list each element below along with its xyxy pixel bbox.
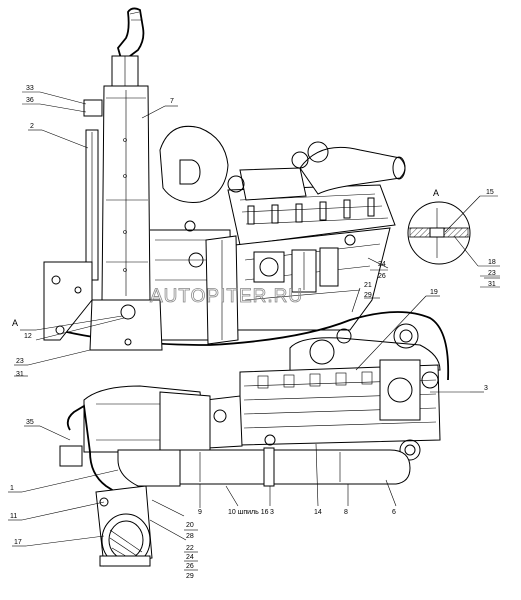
- engine-block-lower: [205, 323, 441, 461]
- callout-15: 15: [486, 189, 494, 196]
- callout-28: 28: [186, 533, 194, 540]
- callout-22: 22: [186, 545, 194, 552]
- leader-lines: [8, 91, 500, 547]
- callout-6: 6: [392, 509, 396, 516]
- callout-2: 2: [30, 123, 34, 130]
- callout-underlines: [184, 277, 500, 571]
- callout-23a: 23: [16, 358, 24, 365]
- callout-9: 9: [198, 509, 202, 516]
- air-cleaner: [95, 485, 153, 567]
- callout-26b: 26: [186, 563, 194, 570]
- callout-3a: 3: [484, 385, 488, 392]
- callout-29a: 29: [364, 292, 372, 299]
- exhaust-outlet: [117, 7, 145, 64]
- callout-3b: 3: [270, 509, 274, 516]
- exhaust-pipe-group: [83, 7, 151, 301]
- charge-air-pipe: [179, 449, 411, 485]
- callout-23b: 23: [488, 270, 496, 277]
- callout-29b: 29: [186, 573, 194, 580]
- inset-label-a: A: [433, 188, 439, 198]
- bent-pipe: [66, 404, 129, 501]
- callout-26a: 26: [378, 273, 386, 280]
- engine-block-upper: [150, 125, 406, 345]
- turbocharger: [239, 167, 307, 201]
- callout-17: 17: [14, 539, 22, 546]
- left-bracket: [43, 261, 93, 341]
- muffler-clamp: [83, 99, 103, 117]
- callout-a-left: A: [12, 318, 18, 328]
- callout-24b: 24: [186, 554, 194, 561]
- callout-1: 1: [10, 485, 14, 492]
- callout-19: 19: [430, 289, 438, 296]
- callout-12: 12: [24, 333, 32, 340]
- callout-31a: 31: [16, 371, 24, 378]
- callout-24a: 24: [378, 261, 386, 268]
- air-intake-d-shape: [159, 125, 229, 203]
- callout-8: 8: [344, 509, 348, 516]
- callout-10: 10 шпиль 16: [228, 509, 269, 516]
- lower-frame-right-plate: [159, 391, 211, 453]
- callout-20: 20: [186, 522, 194, 529]
- callout-7: 7: [170, 98, 174, 105]
- callout-33: 33: [26, 85, 34, 92]
- watermark: AUTOPITER.RU: [150, 286, 303, 307]
- callout-31b: 31: [488, 281, 496, 288]
- callout-14: 14: [314, 509, 322, 516]
- inset-circle: [407, 201, 471, 265]
- callout-labels: 33 36 7 2 A 12 23 31 24 26 21 29 A 15 18…: [10, 85, 496, 580]
- callout-18: 18: [488, 259, 496, 266]
- detail-inset-a: [407, 201, 471, 265]
- callout-11: 11: [10, 513, 17, 520]
- callout-36: 36: [26, 97, 34, 104]
- callout-35: 35: [26, 419, 34, 426]
- callout-21: 21: [364, 282, 372, 289]
